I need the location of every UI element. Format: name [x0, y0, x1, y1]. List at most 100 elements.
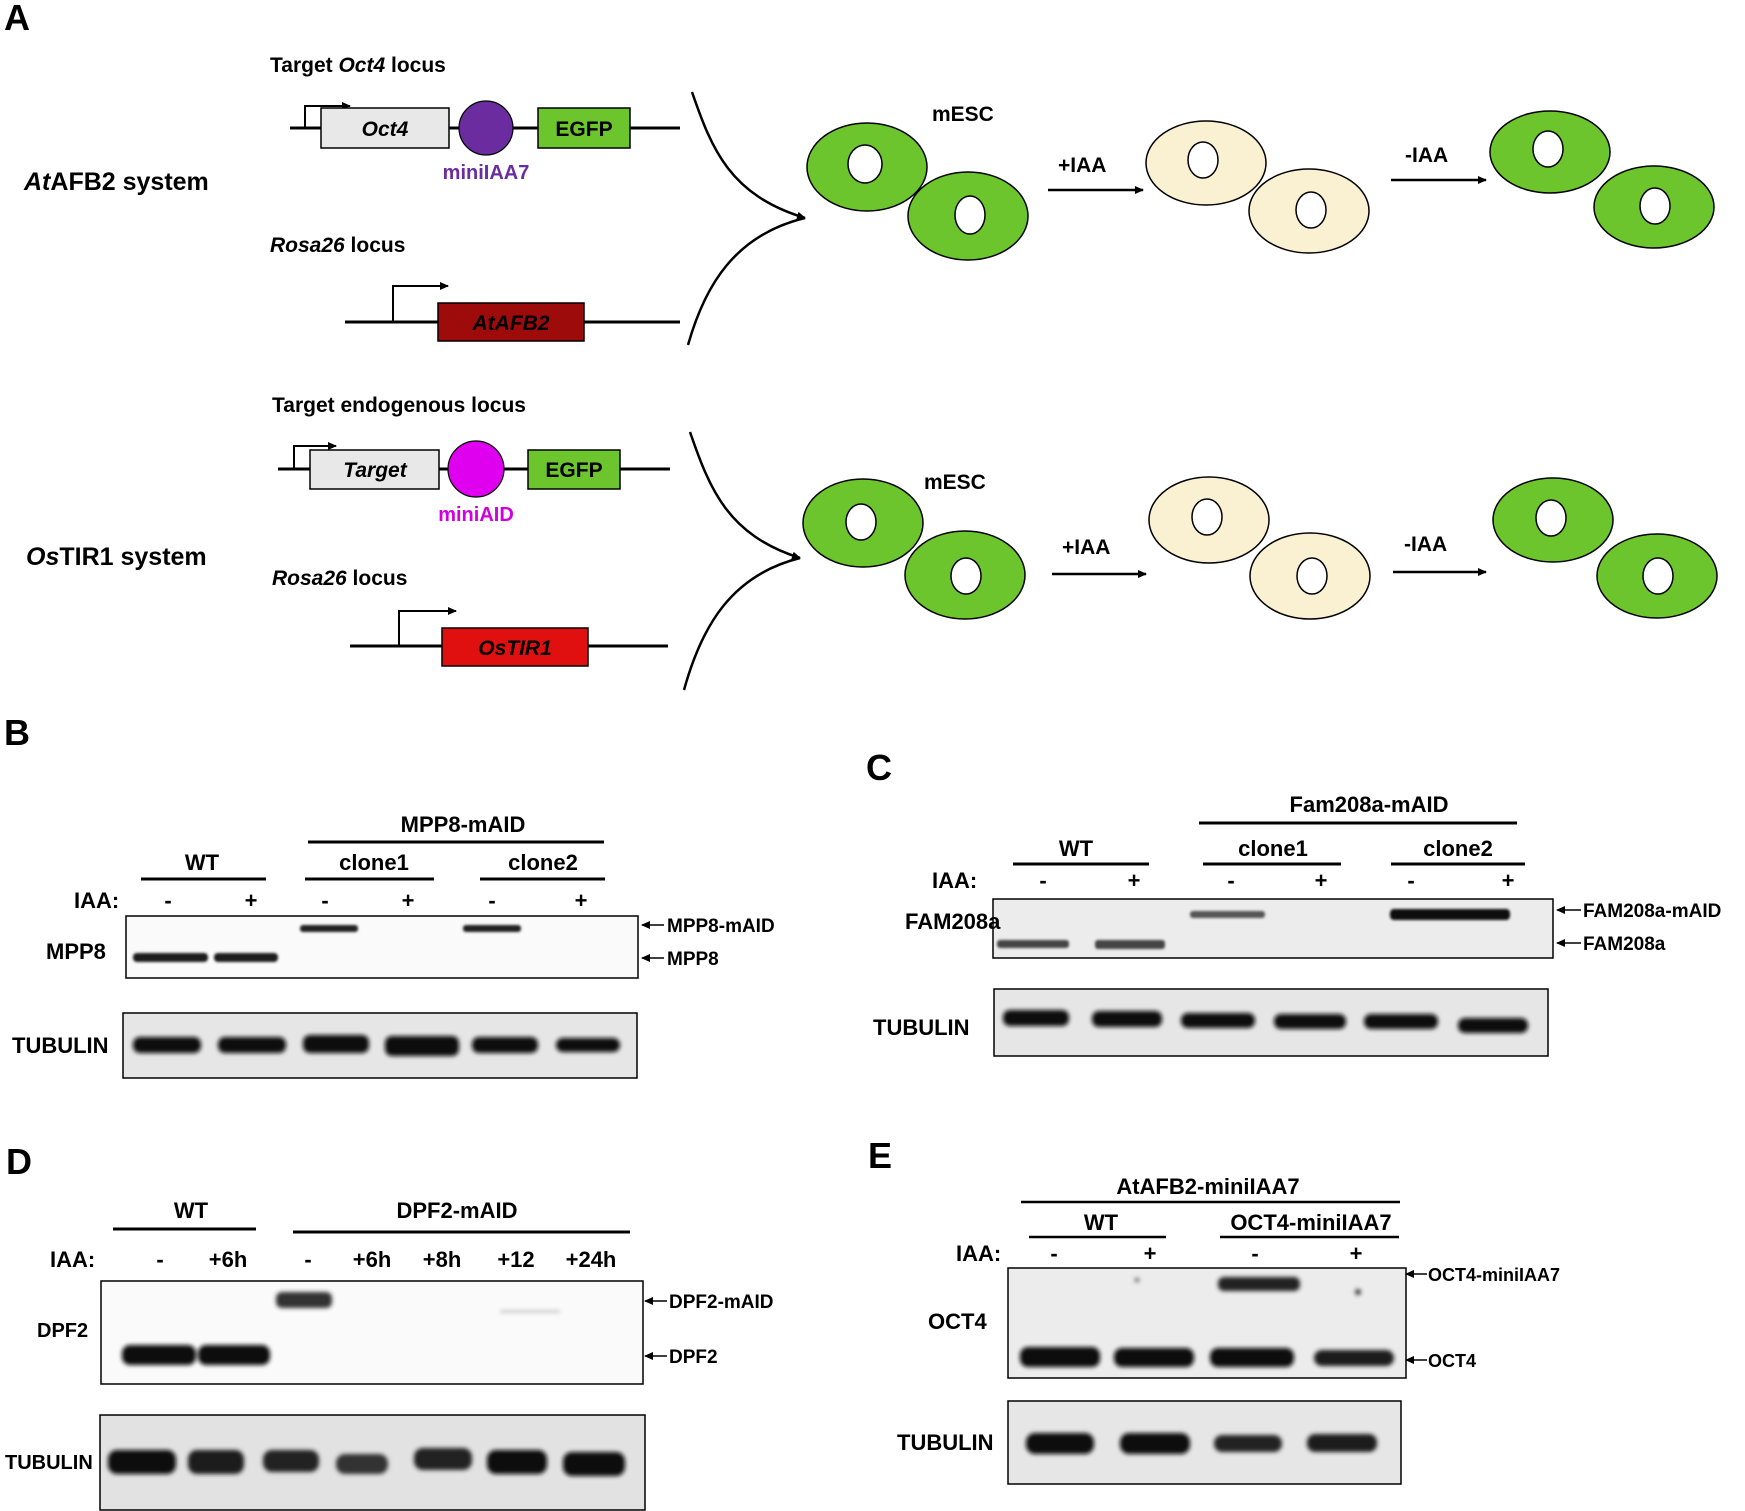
oct4-iaa-label: IAA: — [956, 1241, 1001, 1266]
egfp-label-ostir1: EGFP — [545, 459, 602, 482]
fam208a-sign-3: - — [1227, 868, 1234, 893]
egfp-box-atafb2 — [537, 107, 631, 149]
fam208a-mAID-band-label: FAM208a-mAID — [1583, 901, 1721, 922]
fam208a-iaa-label: IAA: — [932, 868, 977, 893]
mesc-cells-pale-1 — [1145, 120, 1370, 254]
oct4-gene-box — [320, 107, 450, 149]
fam208a-sign-4: + — [1315, 868, 1328, 893]
fam208a-clone2-label: clone2 — [1423, 836, 1493, 861]
mpp8-tubulin-label: TUBULIN — [12, 1033, 109, 1058]
target-gene-label: Target — [343, 459, 407, 482]
dpf2-sign-7: +24h — [566, 1247, 617, 1272]
target-locus-label: Target endogenous locus — [272, 394, 526, 417]
mpp8-band-label: MPP8 — [667, 949, 719, 970]
mpp8-sign-1: - — [164, 888, 171, 913]
oct4-locus-label: Target Oct4 locus — [270, 54, 446, 77]
plus-iaa-label-atafb2: +IAA — [1058, 154, 1106, 177]
fam208a-sign-1: - — [1039, 868, 1046, 893]
mpp8-sign-4: + — [402, 888, 415, 913]
converge-arrow-top-ostir1 — [688, 431, 801, 560]
mpp8-tubulin-blot — [122, 1012, 638, 1079]
oct4-gene-label: Oct4 — [362, 118, 409, 141]
panel-d: D WT DPF2-mAID IAA: - +6h - +6h +8h +12 … — [5, 1141, 774, 1511]
fam208a-tubulin-blot — [993, 988, 1549, 1057]
egfp-box-ostir1 — [527, 449, 621, 490]
mesc-label-ostir1: mESC — [924, 471, 986, 494]
rosa26-locus-label-ostir1: Rosa26 locus — [272, 567, 407, 590]
mpp8-blot-label: MPP8 — [46, 939, 106, 964]
fam208a-group-label: Fam208a-mAID — [1290, 792, 1449, 817]
oct4-blot-label: OCT4 — [928, 1309, 987, 1334]
mesc-cells-green-4 — [1492, 477, 1718, 619]
fam208a-tubulin-label: TUBULIN — [873, 1015, 970, 1040]
dpf2-sign-4: +6h — [353, 1247, 392, 1272]
dpf2-blot — [100, 1280, 644, 1385]
egfp-label-atafb2: EGFP — [555, 118, 612, 141]
atafb2-gene-label: AtAFB2 — [472, 312, 550, 335]
mpp8-clone2-label: clone2 — [508, 850, 578, 875]
mpp8-blot — [125, 915, 639, 979]
mpp8-tubulin-bands — [133, 1035, 620, 1056]
mpp8-mAID-band-label: MPP8-mAID — [667, 916, 775, 937]
plus-iaa-label-ostir1: +IAA — [1062, 536, 1110, 559]
dpf2-group-label: DPF2-mAID — [396, 1198, 517, 1223]
fam208a-sign-5: - — [1407, 868, 1414, 893]
panel-c-letter: C — [866, 747, 892, 788]
ostir1-gene-label: OsTIR1 — [478, 637, 552, 660]
afb2-group-label: AtAFB2-miniIAA7 — [1116, 1174, 1299, 1199]
mesc-cells-green-1 — [806, 122, 1029, 261]
atafb2-gene-box — [437, 302, 585, 342]
dpf2-tubulin-label: TUBULIN — [5, 1452, 93, 1474]
mesc-cells-green-3 — [802, 478, 1026, 620]
panel-a-letter: A — [4, 0, 30, 38]
oct4-miniiaa7-band-label: OCT4-miniIAA7 — [1428, 1265, 1560, 1285]
oct4-sign-1: - — [1050, 1241, 1057, 1266]
panel-c: C Fam208a-mAID WT clone1 clone2 IAA: - +… — [866, 747, 1721, 1057]
oct4-sign-4: + — [1350, 1241, 1363, 1266]
fam208a-wt-label: WT — [1059, 836, 1094, 861]
panel-a: A AtAFB2 system Target Oct4 locus Oct4 m… — [4, 0, 1718, 691]
dpf2-sign-6: +12 — [497, 1247, 534, 1272]
fam208a-bands — [997, 909, 1510, 949]
converge-curve-bottom-atafb2 — [686, 216, 806, 346]
panel-d-letter: D — [6, 1141, 32, 1182]
mpp8-sign-2: + — [245, 888, 258, 913]
dpf2-blot-label: DPF2 — [37, 1320, 88, 1342]
dpf2-wt-label: WT — [174, 1198, 209, 1223]
rosa26-promoter-arrow-atafb2 — [392, 282, 449, 322]
dpf2-tubulin-bands — [108, 1448, 625, 1476]
atafb2-system-label: AtAFB2 system — [23, 168, 209, 196]
panel-e: E AtAFB2-miniIAA7 WT OCT4-miniIAA7 IAA: … — [868, 1135, 1560, 1485]
miniaid-degron-circle — [447, 440, 505, 498]
panel-b: B MPP8-mAID WT clone1 clone2 IAA: - + - … — [4, 712, 775, 1079]
miniiaa7-degron-circle — [458, 100, 514, 156]
mpp8-sign-3: - — [321, 888, 328, 913]
dpf2-band-label: DPF2 — [669, 1347, 718, 1368]
mpp8-clone1-label: clone1 — [339, 850, 409, 875]
mpp8-wt-label: WT — [185, 850, 220, 875]
mpp8-iaa-label: IAA: — [74, 888, 119, 913]
minus-iaa-label-atafb2: -IAA — [1405, 144, 1448, 167]
oct4-bands — [1020, 1277, 1394, 1367]
dpf2-iaa-label: IAA: — [50, 1247, 95, 1272]
oct4-sign-2: + — [1144, 1241, 1157, 1266]
oct4-band-label: OCT4 — [1428, 1351, 1476, 1371]
fam208a-blot-label: FAM208a — [905, 909, 1001, 934]
panel-b-letter: B — [4, 712, 30, 753]
dpf2-sign-5: +8h — [423, 1247, 462, 1272]
fam208a-band-label: FAM208a — [1583, 934, 1666, 955]
ostir1-gene-box — [441, 627, 589, 667]
converge-curve-bottom-ostir1 — [682, 556, 801, 691]
target-gene-box — [309, 449, 440, 490]
fam208a-clone1-label: clone1 — [1238, 836, 1308, 861]
miniaid-label: miniAID — [438, 504, 514, 526]
fam208a-tubulin-bands — [1003, 1010, 1528, 1033]
dpf2-sign-2: +6h — [209, 1247, 248, 1272]
oct4-miniiaa7-group-label: OCT4-miniIAA7 — [1230, 1210, 1391, 1235]
dpf2-mAID-band-label: DPF2-mAID — [669, 1292, 774, 1313]
panel-e-letter: E — [868, 1135, 892, 1176]
oct4-sign-3: - — [1251, 1241, 1258, 1266]
mpp8-bands — [133, 925, 521, 962]
rosa26-promoter-arrow-ostir1 — [398, 607, 457, 646]
